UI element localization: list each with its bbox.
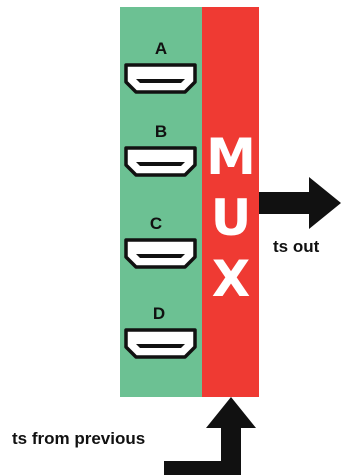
ts-out-label: ts out xyxy=(273,237,320,256)
port-c: C xyxy=(124,214,197,269)
mux-letter-m: M xyxy=(206,128,256,186)
port-b: B xyxy=(124,122,197,177)
port-label-a: A xyxy=(155,39,167,58)
hdmi-port-icon xyxy=(124,146,197,177)
port-d: D xyxy=(124,304,197,359)
mux-letter-u: U xyxy=(211,189,252,247)
port-label-d: D xyxy=(153,304,165,323)
ts-from-previous-label: ts from previous xyxy=(12,429,145,448)
port-label-b: B xyxy=(155,122,167,141)
arrow-right-icon xyxy=(259,177,341,229)
hdmi-port-icon xyxy=(124,238,197,269)
arrow-up-icon xyxy=(164,397,256,475)
hdmi-port-icon xyxy=(124,328,197,359)
port-a: A xyxy=(124,39,197,94)
mux-letter-x: X xyxy=(212,250,251,308)
port-label-c: C xyxy=(150,214,162,233)
hdmi-port-icon xyxy=(124,63,197,94)
mux-block xyxy=(202,7,259,397)
